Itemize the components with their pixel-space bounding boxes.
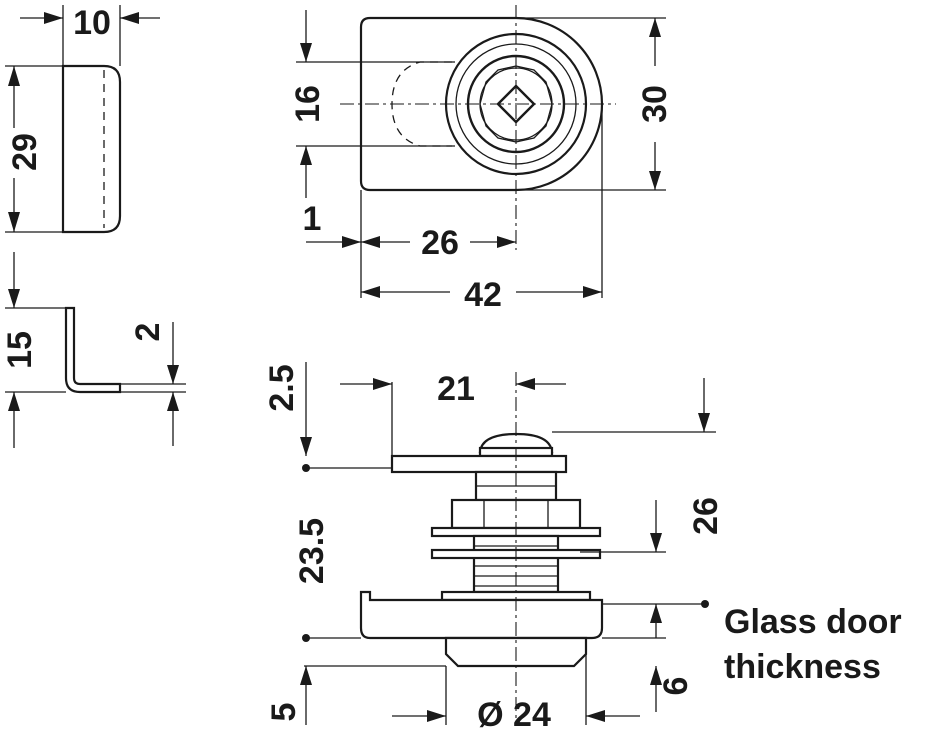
dim-cylinder-depth: 6 (657, 677, 695, 696)
lock-side-view (300, 362, 716, 725)
dim-body-center: 26 (421, 224, 459, 262)
dim-angle-thickness: 2 (129, 323, 167, 342)
dim-lock-height: 26 (687, 497, 725, 535)
dim-cylinder-diameter: Ø 24 (477, 696, 551, 730)
lock-body-front-view (296, 5, 666, 298)
dim-bracket-height: 29 (6, 133, 44, 171)
dim-bracket-width: 10 (73, 4, 111, 42)
dim-body-height: 30 (636, 85, 674, 123)
dim-cam-length: 21 (437, 370, 475, 408)
dim-body-hole-height: 16 (289, 85, 327, 123)
dim-base-depth: 5 (265, 703, 303, 722)
glass-door-label-line1: Glass door (724, 603, 902, 641)
dim-lock-body: 23.5 (293, 518, 331, 584)
dim-body-width: 42 (464, 276, 502, 314)
bracket-front-view (5, 5, 160, 234)
dim-cam-thickness: 2.5 (263, 364, 301, 411)
dim-angle-height: 15 (1, 331, 39, 369)
dim-body-offset: 1 (303, 200, 322, 238)
glass-door-label-line2: thickness (724, 648, 881, 686)
angle-side-view (5, 252, 186, 448)
